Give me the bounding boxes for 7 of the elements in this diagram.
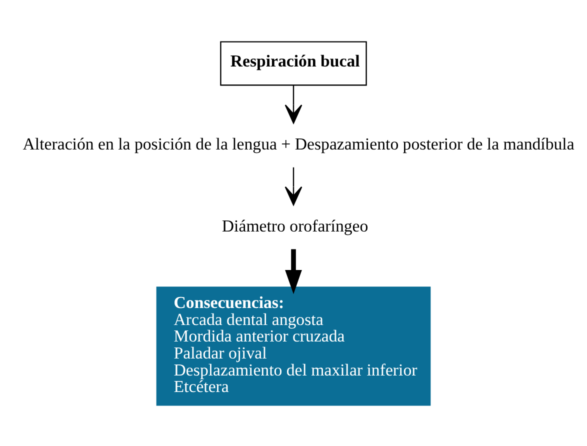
arrow (284, 166, 302, 206)
node-text: Diámetro orofaríngeo (222, 216, 368, 236)
node-box: Respiración bucal (220, 40, 367, 86)
arrow (284, 85, 302, 124)
node-text: Alteración en la posición de la lengua + Despazamiento posterior de la mandíbula (22, 134, 574, 154)
node-box: Consecuencias: Arcada dental angosta Mordida anterior cruzada Paladar ojival Desplazamiento del maxilar inferior Etcétera (156, 286, 431, 406)
arrow (285, 248, 302, 294)
